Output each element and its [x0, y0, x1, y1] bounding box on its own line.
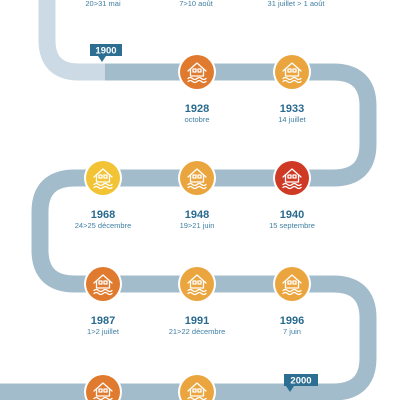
event-level-circle — [275, 267, 309, 301]
marker-1900: 1900 — [90, 44, 122, 62]
top-date-1: 20>31 mai — [85, 0, 121, 8]
track-segment-main — [0, 63, 377, 400]
marker-2000-flag — [284, 374, 318, 392]
event-level-circle — [180, 161, 214, 195]
event-year: 1996 — [280, 315, 304, 327]
event-year: 1991 — [185, 315, 209, 327]
event-year: 1928 — [185, 103, 209, 115]
event-date: 21>22 décembre — [169, 327, 226, 336]
flooded-house-icon — [187, 62, 207, 84]
top-date-2: 7>10 août — [179, 0, 213, 8]
event-year: 1933 — [280, 103, 304, 115]
event-level-circle — [275, 55, 309, 89]
flooded-house-icon — [187, 382, 207, 400]
flooded-house-icon — [93, 382, 113, 400]
event-level-circle — [180, 55, 214, 89]
flooded-house-icon — [93, 274, 113, 296]
flooded-house-icon — [282, 274, 302, 296]
event-year: 1987 — [91, 315, 115, 327]
track-segment-before-1900 — [38, 0, 105, 81]
event-level-circle — [86, 161, 120, 195]
event-date: 1>2 juillet — [87, 327, 120, 336]
marker-1900-label: 1900 — [95, 46, 116, 57]
event-level-circle — [180, 267, 214, 301]
previous-row-dates: 20>31 mai 7>10 août 31 juillet > 1 août — [85, 0, 325, 8]
flooded-house-icon — [282, 168, 302, 190]
event-year: 1940 — [280, 209, 304, 221]
event-date: 19>21 juin — [180, 221, 215, 230]
event-date: 15 septembre — [269, 221, 315, 230]
event-node — [178, 373, 216, 400]
event-year: 1948 — [185, 209, 209, 221]
timeline-track — [0, 0, 377, 400]
flooded-house-icon — [93, 168, 113, 190]
marker-2000: 2000 — [284, 374, 318, 392]
marker-1900-flag — [90, 44, 122, 62]
event-node — [84, 373, 122, 400]
event-date: 24>25 décembre — [75, 221, 132, 230]
marker-2000-label: 2000 — [290, 376, 311, 387]
event-level-circle — [86, 375, 120, 400]
event-date: 7 juin — [283, 327, 301, 336]
flooded-house-icon — [282, 62, 302, 84]
top-date-3: 31 juillet > 1 août — [268, 0, 326, 8]
event-year: 1968 — [91, 209, 115, 221]
flooded-house-icon — [187, 168, 207, 190]
event-date: octobre — [184, 115, 209, 124]
event-level-circle — [86, 267, 120, 301]
event-level-circle — [275, 161, 309, 195]
flooded-house-icon — [187, 274, 207, 296]
event-level-circle — [180, 375, 214, 400]
event-date: 14 juillet — [278, 115, 306, 124]
